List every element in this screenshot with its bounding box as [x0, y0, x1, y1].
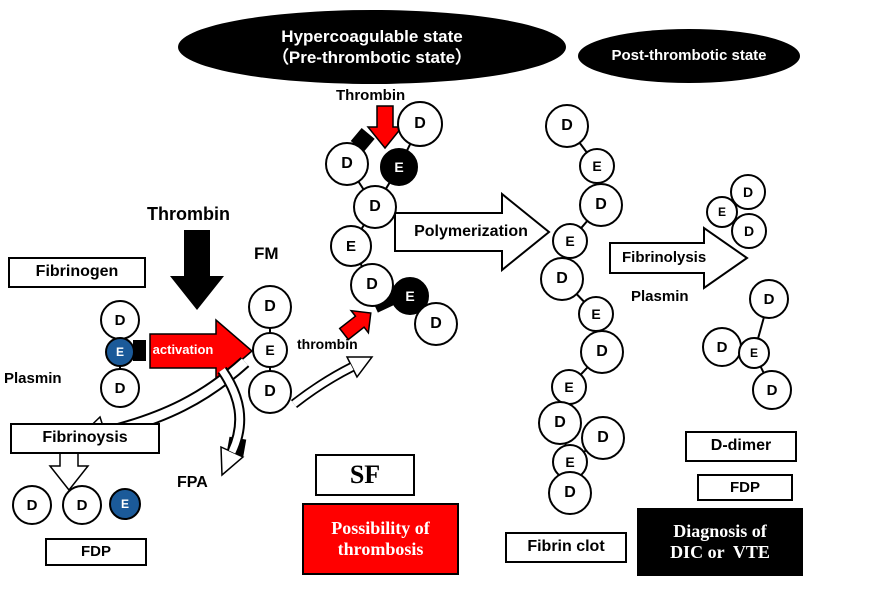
fm-d-top-node: D: [248, 285, 292, 329]
fm-label: FM: [254, 244, 279, 263]
diagnosis-box: Diagnosis of DIC or VTE: [637, 508, 803, 576]
thrombin-red-down-arrow: [366, 105, 404, 150]
chain-e-node: E: [579, 148, 615, 184]
curved-arrow-to-monomer: [290, 356, 374, 408]
chain-e-node: E: [551, 369, 587, 405]
fibrinolysis-label: Fibrinolysis: [622, 249, 707, 266]
fibrinogen-d-top-node: D: [100, 300, 140, 340]
hyper-line1: Hypercoagulable state: [281, 26, 463, 46]
plasmin-right-label: Plasmin: [631, 288, 689, 305]
post-thrombotic-state-ellipse: Post-thrombotic state: [578, 29, 800, 83]
fibrin-clot-box-label: Fibrin clot: [527, 538, 605, 556]
fdp-d-node: D: [12, 485, 52, 525]
fpa-label: FPA: [177, 474, 208, 491]
possibility-of-thrombosis-box: Possibility of thrombosis: [302, 503, 459, 575]
possibility-line2: thrombosis: [337, 539, 424, 559]
polymerization-arrow: [394, 191, 551, 273]
post-label: Post-thrombotic state: [611, 46, 767, 64]
chain-d-node: D: [580, 330, 624, 374]
chain-d-node: D: [545, 104, 589, 148]
monomer-e-node: E: [330, 225, 372, 267]
fibrin-clot-box: Fibrin clot: [505, 532, 627, 563]
fdp-right-box: FDP: [697, 474, 793, 501]
polymerization-label: Polymerization: [414, 223, 528, 240]
sf-box-label: SF: [349, 460, 381, 490]
monomer-d-node: D: [350, 263, 394, 307]
monomer-d-node: D: [325, 142, 369, 186]
chain-e-node: E: [552, 223, 588, 259]
thrombin-top-label: Thrombin: [336, 87, 406, 104]
fibrinogen-d-bottom-node: D: [100, 368, 140, 408]
monomer-d-node: D: [414, 302, 458, 346]
fibrinopeptide-square-fibrinogen: [133, 340, 146, 361]
hypercoagulable-state-ellipse: Hypercoagulable state （Pre-thrombotic st…: [178, 10, 566, 84]
fragment-e-node: E: [738, 337, 770, 369]
chain-d-node: D: [538, 401, 582, 445]
fragment-d-node: D: [730, 174, 766, 210]
fm-d-bottom-node: D: [248, 370, 292, 414]
fdp-left-box: FDP: [45, 538, 147, 566]
fibrinogen-e-node: E: [105, 337, 135, 367]
hyper-line2: （Pre-thrombotic state）: [271, 48, 473, 67]
diagnosis-line2: DIC or VTE: [670, 542, 770, 562]
monomer-d-node: D: [397, 101, 443, 147]
monomer-d-node: D: [353, 185, 397, 229]
chain-d-node: D: [548, 471, 592, 515]
fibrinoysis-box-label: Fibrinoysis: [42, 429, 128, 447]
fibrinoysis-box: Fibrinoysis: [10, 423, 160, 454]
fdp-e-node: E: [109, 488, 141, 520]
fdp-down-arrow: [48, 451, 90, 492]
thrombin-main-label: Thrombin: [147, 204, 230, 224]
fragment-d-node: D: [702, 327, 742, 367]
fdp-right-box-label: FDP: [730, 478, 760, 496]
thrombin-small-label: thrombin: [297, 336, 358, 352]
thrombin-red-up-arrow: [338, 309, 372, 341]
fdp-d-node: D: [62, 485, 102, 525]
chain-d-node: D: [540, 257, 584, 301]
plasmin-left-label: Plasmin: [4, 370, 62, 387]
chain-d-node: D: [581, 416, 625, 460]
fdp-left-box-label: FDP: [81, 543, 111, 561]
curved-arrow-to-fpa: [217, 366, 246, 477]
fibrinogen-box-label: Fibrinogen: [35, 263, 119, 281]
fibrinolysis-arrow: [609, 226, 749, 290]
fragment-d-node: D: [749, 279, 789, 319]
activation-label: activation: [152, 342, 214, 357]
chain-e-node: E: [578, 296, 614, 332]
d-dimer-box: D-dimer: [685, 431, 797, 462]
fragment-d-node: D: [731, 213, 767, 249]
monomer-e-black-node: E: [380, 148, 418, 186]
fm-e-node: E: [252, 332, 288, 368]
monomer-e-black-node: E: [391, 277, 429, 315]
fragment-d-node: D: [752, 370, 792, 410]
thrombin-down-arrow: [170, 230, 224, 310]
d-dimer-box-label: D-dimer: [710, 437, 772, 455]
diagnosis-line1: Diagnosis of: [673, 521, 767, 542]
sf-box: SF: [315, 454, 415, 496]
fibrinogen-box: Fibrinogen: [8, 257, 146, 288]
possibility-line1: Possibility of: [331, 518, 430, 539]
chain-d-node: D: [579, 183, 623, 227]
